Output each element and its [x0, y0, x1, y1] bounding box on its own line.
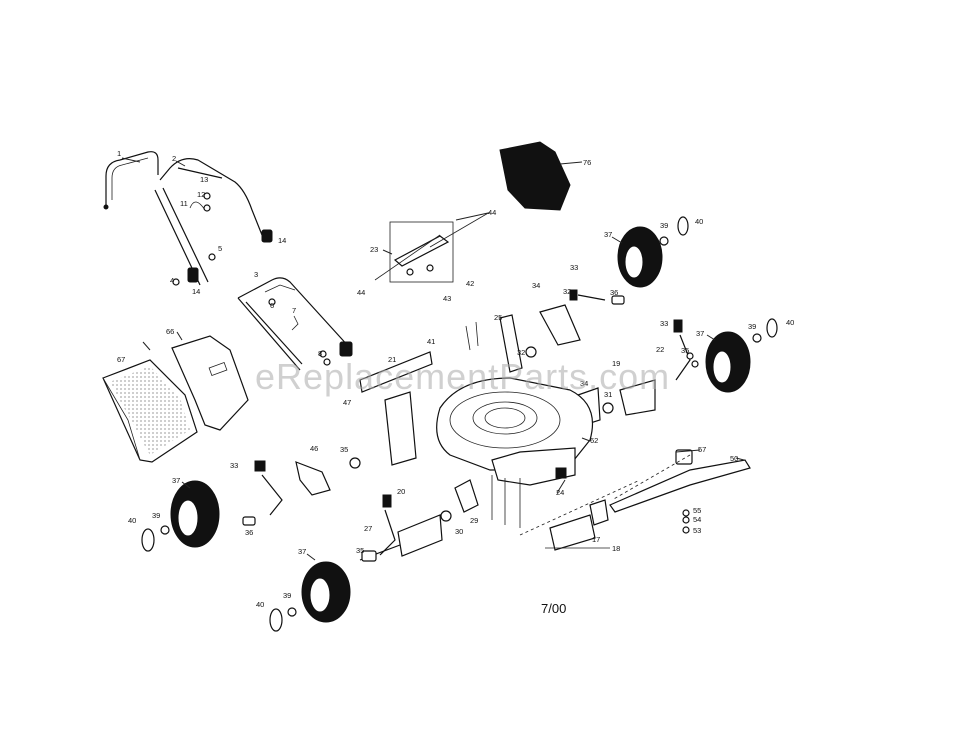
callout-34-a: 34 [532, 281, 540, 290]
callout-43: 43 [443, 294, 451, 303]
callout-62: 62 [590, 436, 598, 445]
mower-deck [436, 377, 594, 528]
height-adjuster-front-left [359, 494, 452, 562]
callout-33-c: 33 [230, 461, 238, 470]
leader-lines [121, 157, 745, 561]
callout-33-b: 33 [660, 319, 668, 328]
callout-37-c: 37 [172, 476, 180, 485]
callout-27: 27 [364, 524, 372, 533]
callout-23: 23 [370, 245, 378, 254]
callout-8: 8 [318, 349, 322, 358]
callout-40-b: 40 [786, 318, 794, 327]
callout-18: 18 [612, 544, 620, 553]
callout-5: 5 [218, 244, 222, 253]
wheel-rear-right [617, 216, 689, 288]
callout-34-b: 34 [580, 379, 588, 388]
callout-14-a: 14 [278, 236, 286, 245]
callout-labels: 1 2 3 4 5 6 7 8 11 12 13 14 14 17 18 19 … [117, 149, 794, 609]
callout-44-a: 44 [488, 208, 496, 217]
callout-46: 46 [310, 444, 318, 453]
height-adjuster-rear-left [242, 457, 361, 526]
callout-35-c: 35 [356, 546, 364, 555]
callout-42: 42 [466, 279, 474, 288]
rear-hinge-bracket [359, 314, 523, 513]
callout-76: 76 [583, 158, 591, 167]
grass-catcher-bag [102, 359, 198, 463]
callout-41: 41 [427, 337, 435, 346]
watermark-text: eReplacementParts.com [255, 356, 671, 397]
callout-11: 11 [180, 199, 188, 208]
callout-39-a: 39 [660, 221, 668, 230]
callout-66: 66 [166, 327, 174, 336]
date-code: 7/00 [541, 601, 567, 616]
callout-39-d: 39 [283, 591, 291, 600]
callout-21: 21 [388, 355, 396, 364]
callout-50: 50 [730, 454, 738, 463]
callout-39-b: 39 [748, 322, 756, 331]
callout-19: 19 [612, 359, 620, 368]
callout-37-a: 37 [604, 230, 612, 239]
bracket-kit [374, 211, 491, 283]
callout-40-d: 40 [256, 600, 264, 609]
callout-36-a: 36 [610, 288, 618, 297]
callout-17: 17 [592, 535, 600, 544]
grass-bag-frame [171, 335, 249, 431]
callout-47: 47 [343, 398, 351, 407]
callout-4: 4 [170, 276, 174, 285]
callout-40-c: 40 [128, 516, 136, 525]
callout-30: 30 [455, 527, 463, 536]
callout-37-d: 37 [298, 547, 306, 556]
callout-25: 25 [494, 313, 502, 322]
wheel-front-left [269, 561, 351, 632]
callout-14-b: 14 [192, 287, 200, 296]
callout-44-b: 44 [357, 288, 365, 297]
callout-32-a: 32 [563, 287, 571, 296]
callout-53: 53 [693, 526, 701, 535]
height-adjuster-rear-right [525, 289, 625, 358]
callout-29: 29 [470, 516, 478, 525]
wheel-rear-left [141, 480, 220, 552]
callout-55: 55 [693, 506, 701, 515]
callout-24: 24 [556, 488, 564, 497]
callout-57: 57 [698, 445, 706, 454]
wheel-front-right [705, 318, 778, 393]
callout-33-a: 33 [570, 263, 578, 272]
engine [499, 141, 571, 211]
callout-31: 31 [604, 390, 612, 399]
callout-12: 12 [197, 190, 205, 199]
blade-assembly [519, 449, 751, 551]
callout-1: 1 [117, 149, 121, 158]
upper-handle-rod [103, 151, 159, 210]
callout-7: 7 [292, 306, 296, 315]
callout-2: 2 [172, 154, 176, 163]
callout-13: 13 [200, 175, 208, 184]
callout-6: 6 [270, 301, 274, 310]
callout-3: 3 [254, 270, 258, 279]
callout-22: 22 [656, 345, 664, 354]
callout-20: 20 [397, 487, 405, 496]
callout-35-a: 35 [681, 346, 689, 355]
callout-54: 54 [693, 515, 701, 524]
callout-32-b: 32 [517, 348, 525, 357]
upper-handle [154, 158, 273, 286]
callout-36-b: 36 [245, 528, 253, 537]
callout-35-b: 35 [340, 445, 348, 454]
callout-39-c: 39 [152, 511, 160, 520]
callout-37-b: 37 [696, 329, 704, 338]
callout-40-a: 40 [695, 217, 703, 226]
lower-handle [237, 277, 353, 371]
callout-67: 67 [117, 355, 125, 364]
